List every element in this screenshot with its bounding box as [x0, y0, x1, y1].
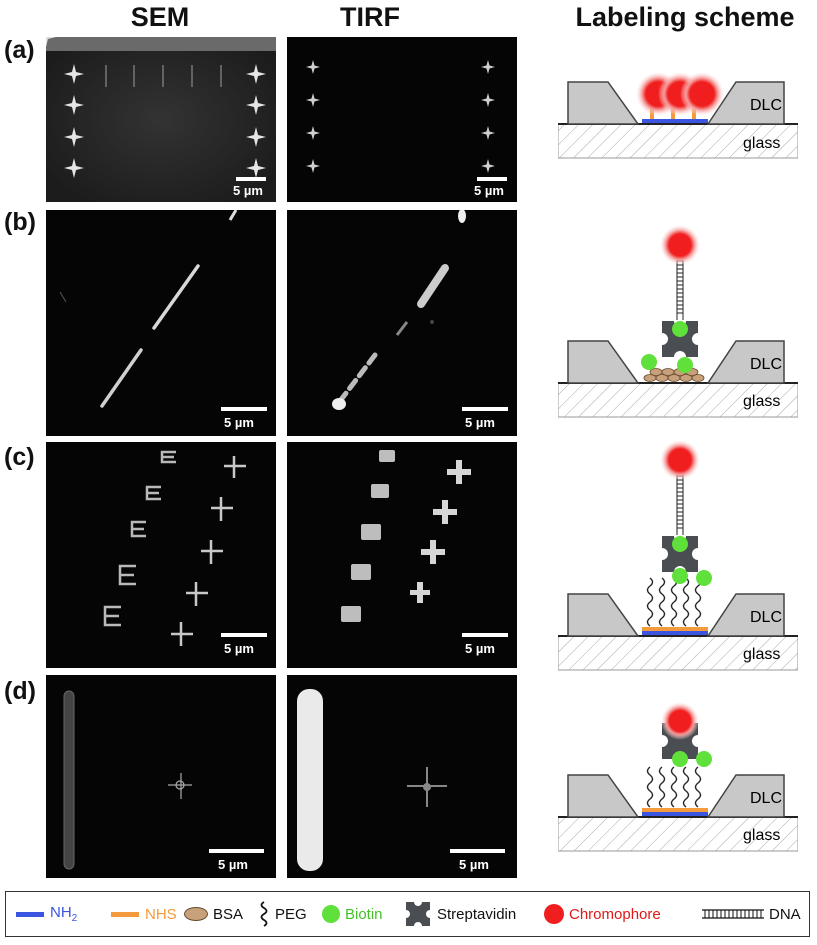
legend-peg-label: PEG	[275, 905, 307, 923]
tirf-image-c: 5 µm	[287, 442, 517, 668]
nhs-swatch-icon	[111, 911, 139, 917]
tirf-scale-label-a: 5 µm	[474, 183, 504, 198]
nh2-swatch-icon	[16, 911, 44, 917]
bsa-layer	[643, 368, 705, 382]
legend-bsa-label: BSA	[213, 905, 244, 923]
labeling-scheme-a: DLC glass	[558, 72, 798, 159]
sem-image-c-content	[103, 450, 246, 646]
legend-item-peg: PEG	[258, 892, 307, 936]
legend-dna-label: DNA	[769, 905, 801, 923]
tirf-image-b-content	[332, 210, 466, 410]
biotin-legend-icon	[322, 905, 340, 923]
glass-label: glass	[743, 827, 780, 844]
tirf-scalebar-b	[462, 407, 508, 411]
bsa-icon	[184, 907, 208, 921]
sem-scale-label-d: 5 µm	[218, 857, 248, 872]
legend-box: NH2 NHS BSA PEG Biotin Streptavidin Chro…	[5, 891, 810, 937]
glass-substrate	[558, 123, 798, 159]
dlc-left-block	[567, 81, 640, 125]
sem-image-d: 5 µm	[46, 675, 276, 878]
tirf-image-a: 5 µm	[287, 37, 517, 202]
panel-label-a: (a)	[4, 36, 35, 64]
sem-scale-label-c: 5 µm	[224, 641, 254, 656]
sem-scale-label-a: 5 µm	[233, 183, 263, 198]
tirf-scale-label-d: 5 µm	[459, 857, 489, 872]
dlc-label: DLC	[750, 609, 782, 626]
streptavidin-legend-icon	[406, 902, 430, 926]
panel-label-b: (b)	[4, 208, 36, 236]
glass-label: glass	[743, 135, 780, 152]
tirf-image-a-content	[306, 60, 495, 173]
sem-scalebar-d	[209, 849, 264, 853]
chromophore-legend-icon	[544, 904, 564, 924]
legend-item-chromophore: Chromophore	[544, 892, 661, 936]
legend-nh2-label: NH2	[50, 904, 78, 924]
legend-item-dna: DNA	[702, 892, 801, 936]
tirf-scale-label-c: 5 µm	[465, 641, 495, 656]
legend-item-biotin: Biotin	[322, 892, 383, 936]
tirf-scalebar-a	[477, 177, 507, 181]
biotin-icon	[641, 354, 657, 370]
sem-scale-label-b: 5 µm	[224, 415, 254, 430]
dlc-label: DLC	[750, 356, 782, 373]
legend-item-bsa: BSA	[184, 892, 243, 936]
dlc-label: DLC	[750, 97, 782, 114]
sem-image-b: 5 µm	[46, 210, 276, 436]
sem-image-c: 5 µm	[46, 442, 276, 668]
peg-layer	[646, 577, 702, 627]
sem-column-title: SEM	[130, 2, 190, 32]
glass-label: glass	[743, 646, 780, 663]
tirf-scalebar-c	[462, 633, 508, 637]
tirf-image-c-content	[341, 450, 471, 622]
tirf-image-d: 5 µm	[287, 675, 517, 878]
legend-item-nh2: NH2	[16, 892, 77, 936]
panel-label-d: (d)	[4, 677, 36, 705]
tirf-image-d-content	[297, 689, 447, 871]
sem-scalebar-c	[221, 633, 267, 637]
nh2-layer	[642, 119, 708, 123]
legend-streptavidin-label: Streptavidin	[437, 905, 517, 923]
dna-icon	[702, 909, 764, 919]
dlc-right-block	[706, 81, 785, 125]
tirf-scale-label-b: 5 µm	[465, 415, 495, 430]
legend-item-streptavidin: Streptavidin	[404, 892, 516, 936]
labeling-column-title: Labeling scheme	[575, 2, 795, 32]
legend-nhs-label: NHS	[145, 905, 177, 923]
biotin-icon	[672, 321, 688, 337]
dlc-label: DLC	[750, 790, 782, 807]
sem-scalebar-b	[221, 407, 267, 411]
labeling-scheme-b: DLC glass	[558, 225, 798, 418]
tirf-column-title: TIRF	[340, 2, 400, 32]
sem-scalebar-a	[236, 177, 266, 181]
legend-item-nhs: NHS	[111, 892, 177, 936]
labeling-scheme-c: DLC glass	[558, 440, 798, 671]
chromophore-icon	[660, 225, 700, 265]
panel-label-c: (c)	[4, 443, 35, 471]
legend-biotin-label: Biotin	[345, 905, 383, 923]
sem-image-a-content	[46, 37, 276, 202]
chromophore-icon	[680, 72, 724, 116]
peg-icon	[260, 901, 268, 927]
tirf-scalebar-d	[450, 849, 505, 853]
sem-image-d-content	[63, 690, 192, 870]
sem-image-a: 5 µm	[46, 37, 276, 202]
glass-label: glass	[743, 393, 780, 410]
sem-image-b-content	[59, 210, 238, 408]
tirf-image-b: 5 µm	[287, 210, 517, 436]
legend-chromophore-label: Chromophore	[569, 905, 661, 923]
streptavidin-icon	[662, 321, 698, 357]
biotin-icon	[677, 357, 693, 373]
labeling-scheme-d: DLC glass	[558, 702, 798, 852]
